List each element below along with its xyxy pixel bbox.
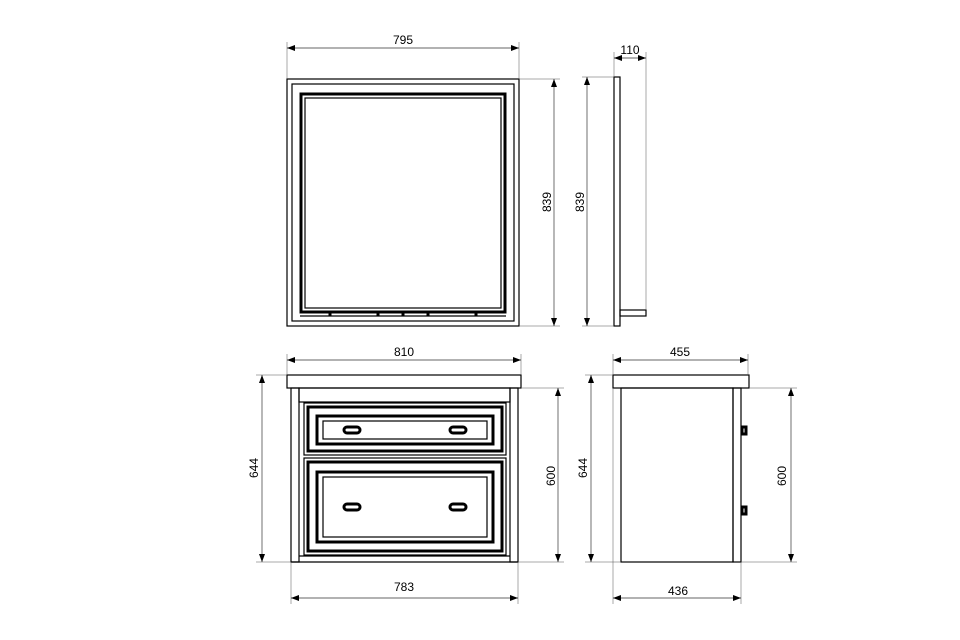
drawer-handle-icon — [342, 502, 362, 512]
handle-icon — [740, 505, 748, 516]
dimension-cabinet-top-width: 810 — [286, 345, 522, 375]
dimension-label: 810 — [394, 345, 414, 359]
dimension-label: 110 — [620, 43, 639, 57]
dimension-side-body-height: 600 — [741, 387, 797, 563]
dimension-cabinet-body-width: 783 — [290, 562, 519, 604]
mirror-side-view — [613, 76, 647, 327]
mirror-front-view — [286, 78, 520, 327]
dimension-label: 600 — [544, 466, 558, 486]
dimension-label: 455 — [670, 345, 690, 359]
cabinet-front-view — [286, 374, 522, 563]
drawer-handle-icon — [448, 502, 468, 512]
top-drawer — [303, 402, 507, 456]
dimension-label: 644 — [247, 458, 261, 478]
dimension-mirror-depth: 110 — [613, 43, 647, 310]
dimension-cabinet-total-height: 644 — [247, 374, 291, 563]
dimension-label: 600 — [775, 466, 789, 486]
cabinet-side-view — [612, 374, 750, 563]
dimension-label: 795 — [393, 33, 413, 47]
dimension-label: 436 — [668, 584, 688, 598]
dimension-mirror-height: 839 — [519, 78, 560, 327]
dimension-mirror-side-height: 839 — [573, 76, 614, 327]
dimension-side-total-height: 644 — [576, 374, 621, 563]
dimension-side-body-depth: 436 — [612, 388, 742, 604]
dimension-label: 783 — [394, 580, 414, 594]
dimension-side-top-depth: 455 — [612, 345, 749, 375]
shelf-marks — [328, 312, 478, 316]
drawer-handle-icon — [342, 425, 362, 435]
dimension-label: 839 — [540, 192, 554, 212]
dimension-mirror-width: 795 — [286, 33, 520, 79]
dimension-label: 644 — [576, 458, 590, 478]
handle-icon — [740, 425, 748, 436]
dimension-cabinet-body-height: 600 — [518, 387, 564, 563]
bottom-drawer — [303, 457, 507, 556]
dimension-label: 839 — [573, 192, 587, 212]
drawer-handle-icon — [448, 425, 468, 435]
